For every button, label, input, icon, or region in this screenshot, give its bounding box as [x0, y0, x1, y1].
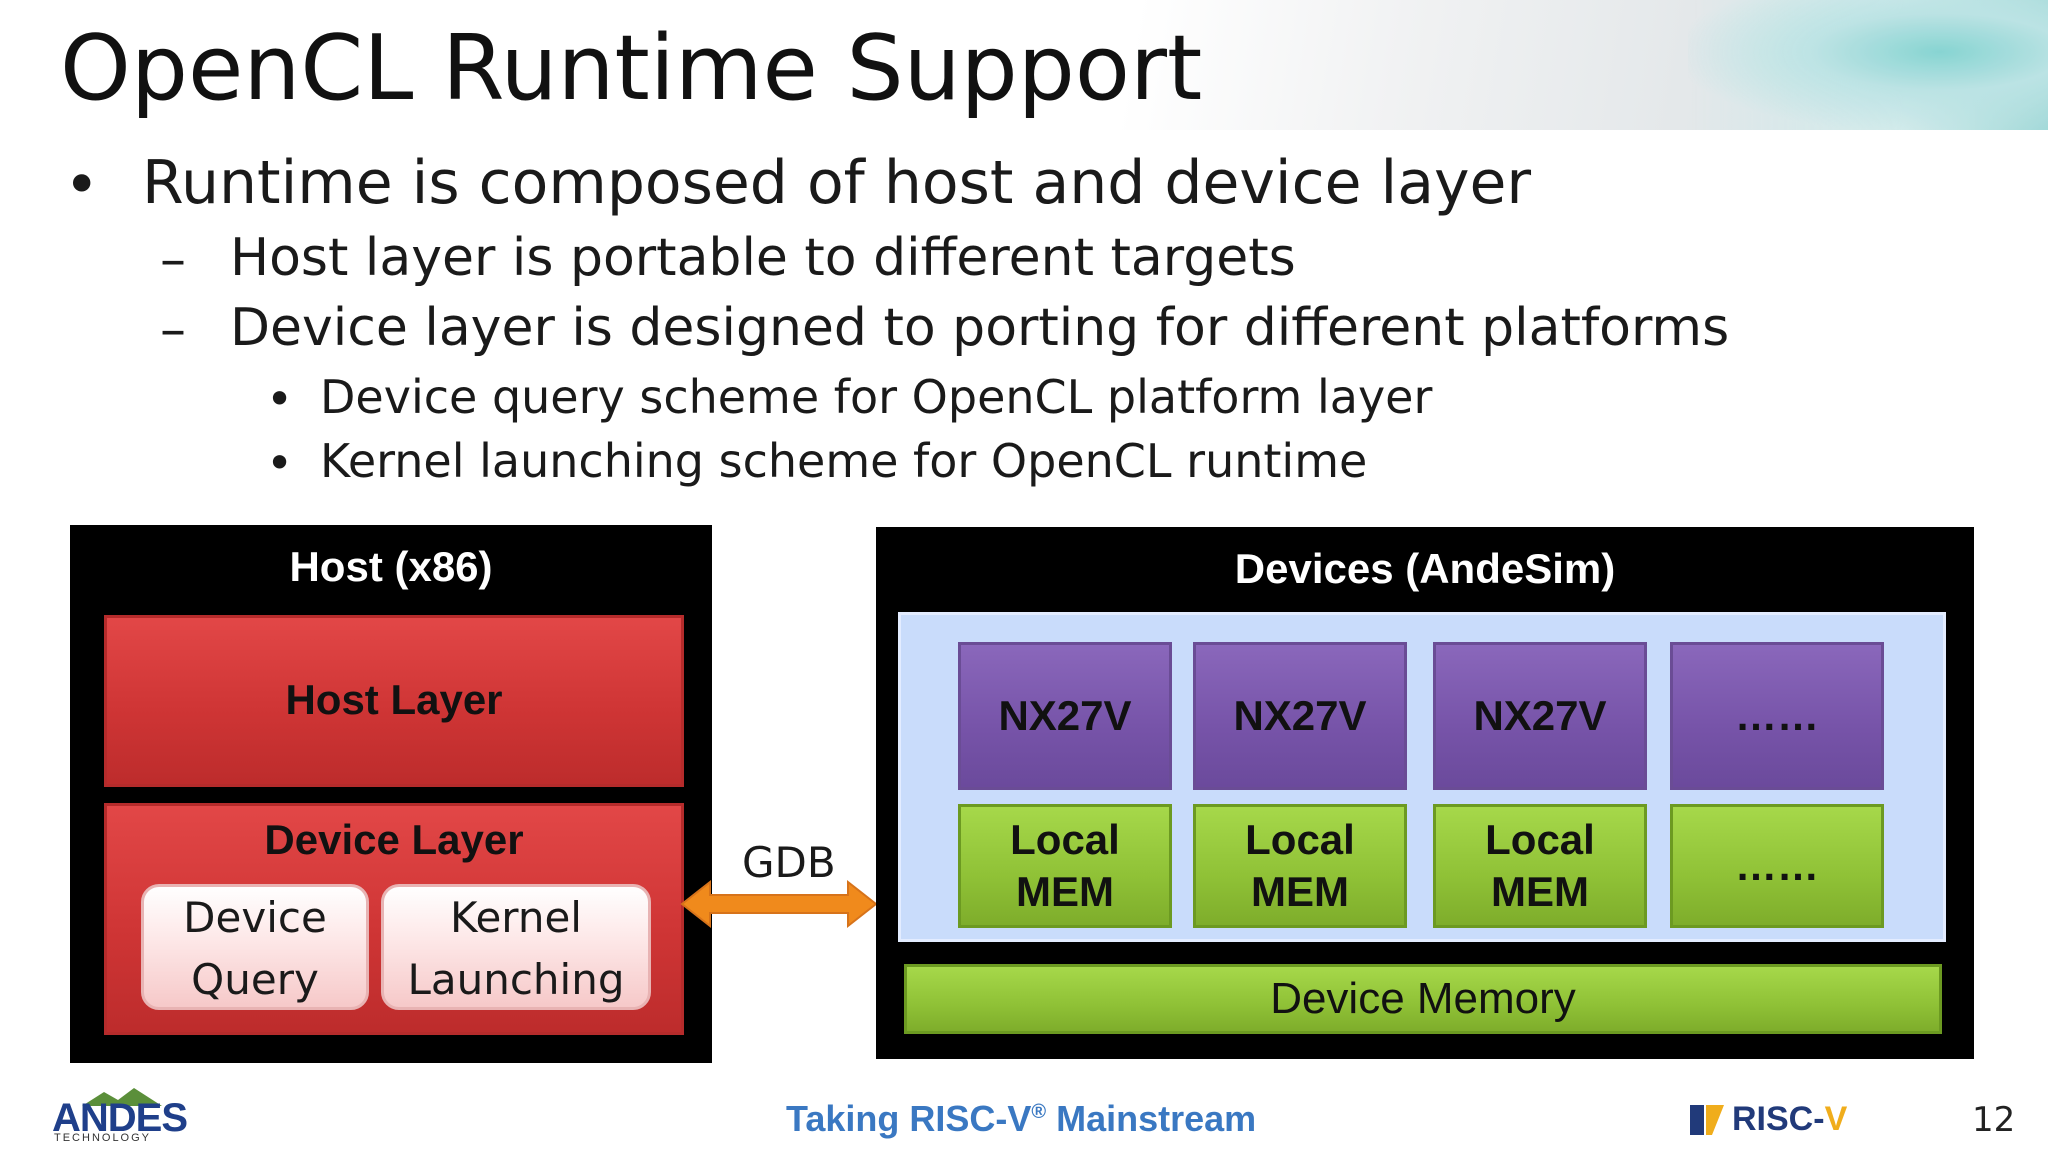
andes-logo: ANDES TECHNOLOGY	[52, 1088, 188, 1144]
andes-logo-subtext: TECHNOLOGY	[54, 1132, 152, 1144]
kernel-launching-box: Kernel Launching	[381, 884, 651, 1010]
host-layer-block: Host Layer	[104, 615, 684, 787]
bullet-1b: Device layer is designed to porting for …	[230, 298, 1730, 358]
gdb-label: GDB	[742, 838, 836, 887]
device-query-box: Device Query	[141, 884, 369, 1010]
device-query-line2: Query	[191, 955, 319, 1004]
core-box: NX27V	[1193, 642, 1407, 790]
bullet-1b2: Kernel launching scheme for OpenCL runti…	[320, 434, 1368, 488]
riscv-logo-text: RISC-V	[1732, 1100, 1847, 1139]
page-number: 12	[1972, 1100, 2016, 1140]
dash-marker: –	[160, 300, 186, 360]
device-query-line1: Device	[183, 893, 327, 942]
bullet-1: Runtime is composed of host and device l…	[142, 148, 1532, 218]
riscv-mark-icon	[1690, 1104, 1724, 1135]
device-memory-block: Device Memory	[904, 964, 1942, 1034]
bullet-marker: •	[266, 436, 294, 490]
bullet-1a: Host layer is portable to different targ…	[230, 228, 1296, 288]
host-box: Host (x86) Host Layer Device Layer Devic…	[70, 525, 712, 1063]
core-box-more: ……	[1670, 642, 1884, 790]
mountain-icon	[82, 1088, 162, 1106]
registered-mark: ®	[1031, 1101, 1047, 1123]
riscv-logo: RISC-V	[1690, 1100, 1847, 1139]
slide-title: OpenCL Runtime Support	[60, 16, 1203, 121]
title-decoration-image	[1688, 0, 2048, 130]
local-mem-box-more: ……	[1670, 804, 1884, 928]
andes-logo-text: ANDES	[52, 1096, 188, 1140]
dash-marker: –	[160, 230, 186, 290]
bullet-marker: •	[266, 372, 294, 426]
bullet-1b1: Device query scheme for OpenCL platform …	[320, 370, 1433, 424]
core-box: NX27V	[1433, 642, 1647, 790]
riscv-logo-v: V	[1824, 1100, 1848, 1138]
riscv-logo-prefix: RISC-	[1732, 1100, 1825, 1138]
tagline-prefix: Taking RISC-V	[786, 1098, 1032, 1139]
bullet-marker: •	[64, 150, 100, 220]
host-title: Host (x86)	[289, 543, 493, 590]
device-layer-label: Device Layer	[264, 816, 524, 863]
local-mem-line2: MEM	[1015, 868, 1114, 915]
local-mem-line2: MEM	[1250, 868, 1349, 915]
host-layer-label: Host Layer	[285, 676, 503, 723]
local-mem-line2: MEM	[1490, 868, 1589, 915]
core-box: NX27V	[958, 642, 1172, 790]
double-arrow-icon	[680, 879, 878, 929]
local-mem-more: ……	[1735, 842, 1819, 889]
tagline-suffix: Mainstream	[1046, 1098, 1257, 1139]
kernel-launching-line2: Launching	[407, 955, 625, 1004]
devices-title: Devices (AndeSim)	[1234, 545, 1616, 592]
device-layer-block: Device Layer Device Query Kernel Launchi…	[104, 803, 684, 1035]
local-mem-line1: Local	[1485, 816, 1595, 863]
local-mem-line1: Local	[1245, 816, 1355, 863]
footer-tagline: Taking RISC-V® Mainstream	[786, 1098, 1256, 1140]
local-mem-line1: Local	[1010, 816, 1120, 863]
kernel-launching-line1: Kernel	[450, 893, 582, 942]
